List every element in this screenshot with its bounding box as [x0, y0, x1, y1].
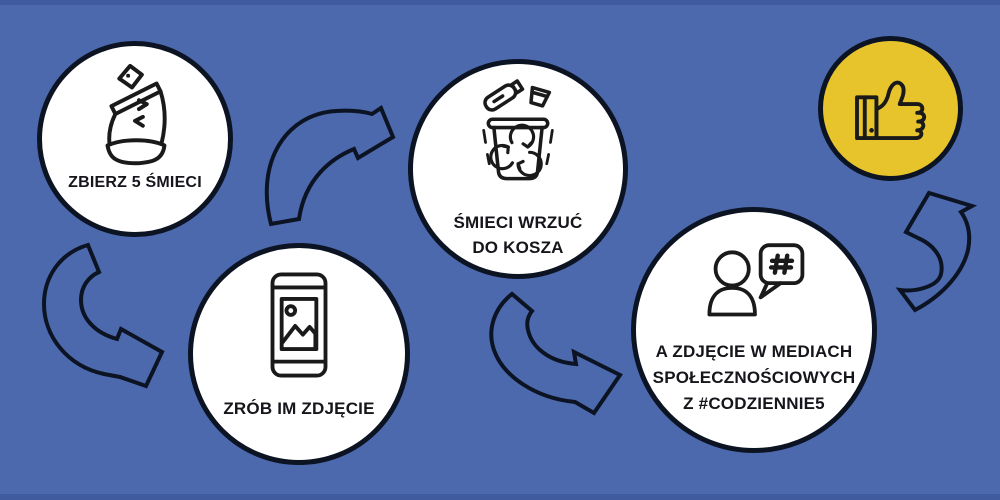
bottom-edge-strip: [0, 494, 1000, 500]
curved-arrow-4: [895, 190, 978, 313]
person-hashtag-bubble-icon: [707, 243, 805, 317]
step-photo-label: ZRÓB IM ZDJĘCIE: [223, 399, 375, 418]
step-circle-collect: ZBIERZ 5 ŚMIECI: [37, 41, 233, 237]
step-circle-dispose: ŚMIECI WRZUĆ DO KOSZA: [408, 59, 628, 279]
hashtag-glyph: [768, 253, 795, 275]
thumbs-up-icon: [854, 80, 926, 141]
step-circle-share: A ZDJĘCIE W MEDIACH SPOŁECZNOŚCIOWYCH Z …: [631, 207, 877, 453]
top-edge-strip: [0, 0, 1000, 5]
step-share-label: A ZDJĘCIE W MEDIACH SPOŁECZNOŚCIOWYCH Z …: [636, 339, 872, 417]
step-dispose-label: ŚMIECI WRZUĆ DO KOSZA: [413, 210, 623, 260]
step-dispose-line2: DO KOSZA: [472, 238, 564, 257]
step-dispose-line1: ŚMIECI WRZUĆ: [453, 213, 583, 232]
curved-arrow-3: [489, 291, 623, 416]
step-circle-like: [818, 36, 963, 181]
step-collect-label: ZBIERZ 5 ŚMIECI: [68, 174, 202, 191]
recycle-bin-icon: [482, 79, 554, 182]
step-share-line1: A ZDJĘCIE W MEDIACH: [655, 342, 853, 361]
phone-photo-icon: [270, 272, 328, 378]
recycle-symbol: [489, 119, 548, 182]
step-circle-photo: ZRÓB IM ZDJĘCIE: [188, 243, 410, 465]
step-share-line3: Z #CODZIENNIE5: [683, 394, 825, 413]
curved-arrow-2: [41, 242, 165, 389]
crushed-can-icon: [105, 63, 167, 166]
step-share-line2: SPOŁECZNOŚCIOWYCH: [652, 368, 856, 387]
curved-arrow-1: [264, 104, 396, 227]
